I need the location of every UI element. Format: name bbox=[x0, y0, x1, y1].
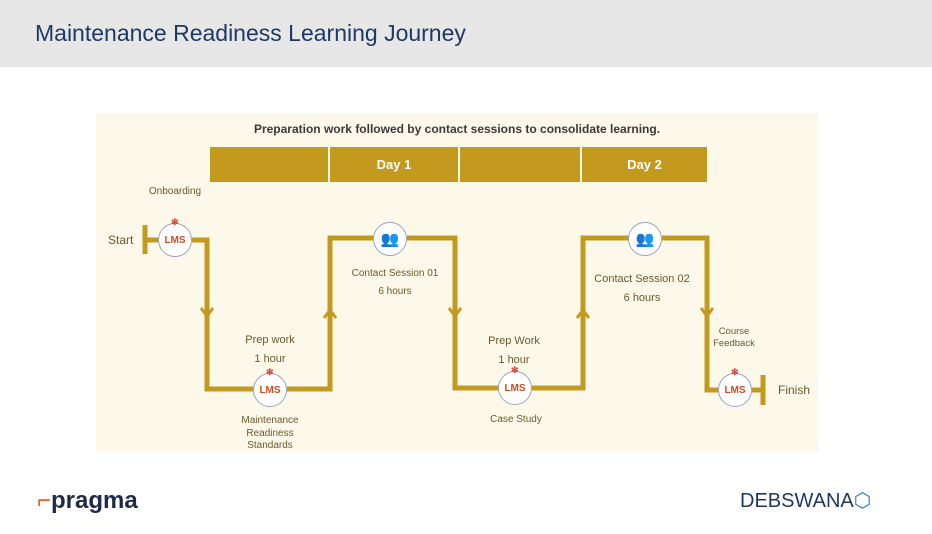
contact-session-01-node[interactable]: 👥 bbox=[373, 222, 407, 256]
prep1-duration: 1 hour bbox=[254, 353, 286, 365]
pragma-logo-icon: ⌐ bbox=[37, 487, 52, 514]
start-label: Start bbox=[108, 233, 134, 247]
feedback-label: Course Feedback bbox=[713, 326, 755, 349]
cs2-label: Contact Session 02 bbox=[594, 273, 690, 285]
journey-subtitle: Preparation work followed by contact ses… bbox=[253, 122, 661, 136]
lms-node-onboarding[interactable]: ✻ LMS bbox=[158, 217, 192, 257]
prep1-label: Prep work bbox=[245, 334, 295, 346]
pragma-logo-text: pragma bbox=[51, 487, 138, 514]
lms-text: LMS bbox=[724, 384, 746, 396]
mrs-label: Maintenance Readiness Standards bbox=[241, 415, 299, 451]
prep2-label: Prep Work bbox=[488, 335, 540, 347]
timeline-segment bbox=[210, 147, 328, 182]
debswana-logo: DEBSWANA⬡ bbox=[740, 488, 871, 513]
debswana-logo-text: DEBSWANA bbox=[740, 490, 854, 512]
diamond-hexagon-icon: ⬡ bbox=[853, 490, 872, 512]
lms-text: LMS bbox=[164, 234, 186, 246]
lms-node-prep1[interactable]: ✻ LMS bbox=[253, 367, 287, 407]
page-title: Maintenance Readiness Learning Journey bbox=[35, 20, 466, 46]
header-band bbox=[0, 0, 932, 67]
cs2-duration: 6 hours bbox=[623, 292, 661, 304]
day-2-label: Day 2 bbox=[582, 147, 707, 182]
finish-label: Finish bbox=[778, 383, 811, 397]
lms-text: LMS bbox=[259, 384, 281, 396]
lms-logo-icon: ✻ bbox=[731, 367, 739, 377]
cs1-duration: 6 hours bbox=[378, 286, 412, 297]
lms-node-feedback[interactable]: ✻ LMS bbox=[718, 367, 752, 407]
lms-logo-icon: ✻ bbox=[511, 365, 519, 375]
group-icon: 👥 bbox=[635, 231, 655, 248]
lms-logo-icon: ✻ bbox=[171, 217, 179, 227]
lms-logo-icon: ✻ bbox=[266, 367, 274, 377]
onboarding-label: Onboarding bbox=[148, 186, 202, 197]
contact-session-02-node[interactable]: 👥 bbox=[628, 222, 662, 256]
timeline-segment bbox=[460, 147, 580, 182]
group-icon: 👥 bbox=[380, 231, 400, 248]
day-1-label: Day 1 bbox=[330, 147, 458, 182]
cs1-label: Contact Session 01 bbox=[351, 268, 439, 279]
lms-text: LMS bbox=[504, 382, 526, 394]
lms-node-prep2[interactable]: ✻ LMS bbox=[498, 365, 532, 405]
prep2-duration: 1 hour bbox=[498, 354, 530, 366]
case-study-label: Case Study bbox=[490, 414, 542, 425]
pragma-logo: ⌐pragma bbox=[37, 487, 138, 515]
